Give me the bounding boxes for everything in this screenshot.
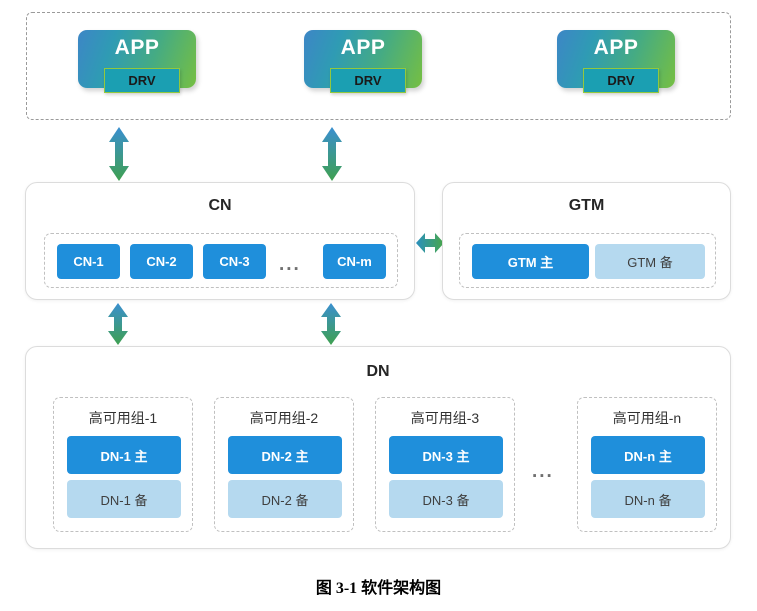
app-unit-1[interactable]: APP DRV — [78, 30, 196, 104]
dn-ha-group-n-label: 高可用组-n — [612, 410, 682, 426]
dn-panel-title: DN — [366, 363, 390, 380]
cn-node-1[interactable]: CN-1 — [57, 244, 120, 279]
drv-box-2[interactable]: DRV — [330, 68, 406, 93]
cn-dn-arrow-left — [103, 302, 133, 346]
dn-ha-group-3-label: 高可用组-3 — [410, 410, 480, 426]
dn-3-primary[interactable]: DN-3 主 — [389, 436, 503, 474]
app1-cn-arrow — [104, 126, 134, 182]
dn-1-standby[interactable]: DN-1 备 — [67, 480, 181, 518]
cn-nodes-ellipsis: ... — [279, 254, 301, 275]
dn-ha-group-2-label: 高可用组-2 — [249, 410, 319, 426]
dn-ha-group-2: 高可用组-2 DN-2 主 DN-2 备 — [214, 397, 354, 532]
cn-node-2[interactable]: CN-2 — [130, 244, 193, 279]
gtm-node-group: GTM 主 GTM 备 — [459, 233, 716, 288]
dn-2-standby[interactable]: DN-2 备 — [228, 480, 342, 518]
cn-dn-arrow-right — [316, 302, 346, 346]
app-unit-2[interactable]: APP DRV — [304, 30, 422, 104]
dn-n-primary[interactable]: DN-n 主 — [591, 436, 705, 474]
app-label-3: APP — [593, 36, 639, 59]
cn-node-3[interactable]: CN-3 — [203, 244, 266, 279]
app2-cn-arrow — [317, 126, 347, 182]
dn-3-standby[interactable]: DN-3 备 — [389, 480, 503, 518]
app-layer-container: APP DRV APP DRV APP DRV — [26, 12, 731, 120]
app-label-2: APP — [340, 36, 386, 59]
cn-panel-title: CN — [208, 197, 232, 214]
gtm-primary-node[interactable]: GTM 主 — [472, 244, 589, 279]
app-label-1: APP — [114, 36, 160, 59]
gtm-panel-title: GTM — [568, 197, 605, 214]
dn-groups-ellipsis: ... — [532, 461, 554, 482]
drv-box-1[interactable]: DRV — [104, 68, 180, 93]
dn-panel: DN 高可用组-1 DN-1 主 DN-1 备 高可用组-2 DN-2 主 DN… — [25, 346, 731, 549]
cn-node-group: CN-1 CN-2 CN-3 ... CN-m — [44, 233, 398, 288]
drv-box-3[interactable]: DRV — [583, 68, 659, 93]
figure-caption: 图 3-1 软件架构图 — [315, 580, 442, 597]
gtm-panel: GTM GTM 主 GTM 备 — [442, 182, 731, 300]
dn-ha-group-1: 高可用组-1 DN-1 主 DN-1 备 — [53, 397, 193, 532]
dn-ha-group-3: 高可用组-3 DN-3 主 DN-3 备 — [375, 397, 515, 532]
dn-ha-group-n: 高可用组-n DN-n 主 DN-n 备 — [577, 397, 717, 532]
cn-node-m[interactable]: CN-m — [323, 244, 386, 279]
dn-1-primary[interactable]: DN-1 主 — [67, 436, 181, 474]
cn-gtm-arrow — [415, 231, 445, 255]
cn-panel: CN CN-1 CN-2 CN-3 ... CN-m — [25, 182, 415, 300]
dn-n-standby[interactable]: DN-n 备 — [591, 480, 705, 518]
dn-ha-group-1-label: 高可用组-1 — [88, 410, 158, 426]
gtm-standby-node[interactable]: GTM 备 — [595, 244, 705, 279]
dn-2-primary[interactable]: DN-2 主 — [228, 436, 342, 474]
app-unit-3[interactable]: APP DRV — [557, 30, 675, 104]
